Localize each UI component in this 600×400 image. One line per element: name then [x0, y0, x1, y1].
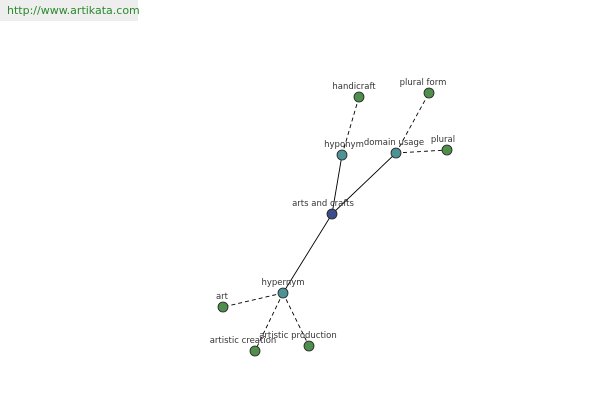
relation-node-domain-usage[interactable]: domain usage	[364, 138, 424, 159]
term-node-art[interactable]: art	[216, 292, 229, 313]
relation-dot-hypernym[interactable]	[277, 287, 289, 299]
term-node-artistic-creation[interactable]: artistic creation	[210, 336, 277, 357]
edge-hyponym-handicraft	[341, 96, 360, 156]
term-node-plural-form[interactable]: plural form	[400, 78, 447, 99]
edge-domain-usage-plural-form	[395, 92, 430, 154]
term-dot-plural[interactable]	[441, 144, 453, 156]
url-bar: http://www.artikata.com	[0, 0, 140, 21]
center-node[interactable]: arts and crafts	[292, 199, 354, 220]
term-label-plural[interactable]: plural	[431, 135, 455, 145]
relation-label-domain-usage[interactable]: domain usage	[364, 138, 424, 148]
term-label-handicraft[interactable]: handicraft	[332, 82, 376, 92]
edge-hypernym-artistic-creation	[254, 292, 284, 352]
term-dot-handicraft[interactable]	[353, 91, 365, 103]
edge-hypernym-artistic-production	[282, 292, 310, 347]
relation-dot-hyponym[interactable]	[336, 149, 348, 161]
term-node-plural[interactable]: plural	[431, 135, 455, 156]
edge-center-domain-usage	[331, 152, 397, 215]
edge-domain-usage-plural	[395, 149, 448, 154]
relation-node-hyponym[interactable]: hyponym	[324, 140, 364, 161]
relation-label-hyponym[interactable]: hyponym	[324, 140, 364, 150]
term-dot-art[interactable]	[217, 301, 229, 313]
edge-center-hypernym	[282, 213, 333, 294]
term-label-artistic-creation[interactable]: artistic creation	[210, 336, 277, 346]
edge-hypernym-art	[222, 292, 284, 308]
url-link[interactable]: http://www.artikata.com	[7, 4, 140, 17]
relation-label-hypernym[interactable]: hypernym	[261, 278, 304, 288]
term-node-artistic-production[interactable]: artistic production	[259, 331, 337, 352]
center-node-dot[interactable]	[326, 208, 338, 220]
center-node-label[interactable]: arts and crafts	[292, 199, 354, 209]
term-label-artistic-production[interactable]: artistic production	[259, 331, 337, 341]
edge-center-hyponym	[331, 154, 343, 215]
term-label-plural-form[interactable]: plural form	[400, 78, 447, 88]
term-dot-plural-form[interactable]	[423, 87, 435, 99]
relation-node-hypernym[interactable]: hypernym	[261, 278, 305, 299]
relation-dot-domain-usage[interactable]	[390, 147, 402, 159]
term-node-handicraft[interactable]: handicraft	[332, 82, 376, 103]
term-dot-artistic-creation[interactable]	[249, 345, 261, 357]
term-label-art[interactable]: art	[216, 292, 229, 302]
term-dot-artistic-production[interactable]	[303, 340, 315, 352]
